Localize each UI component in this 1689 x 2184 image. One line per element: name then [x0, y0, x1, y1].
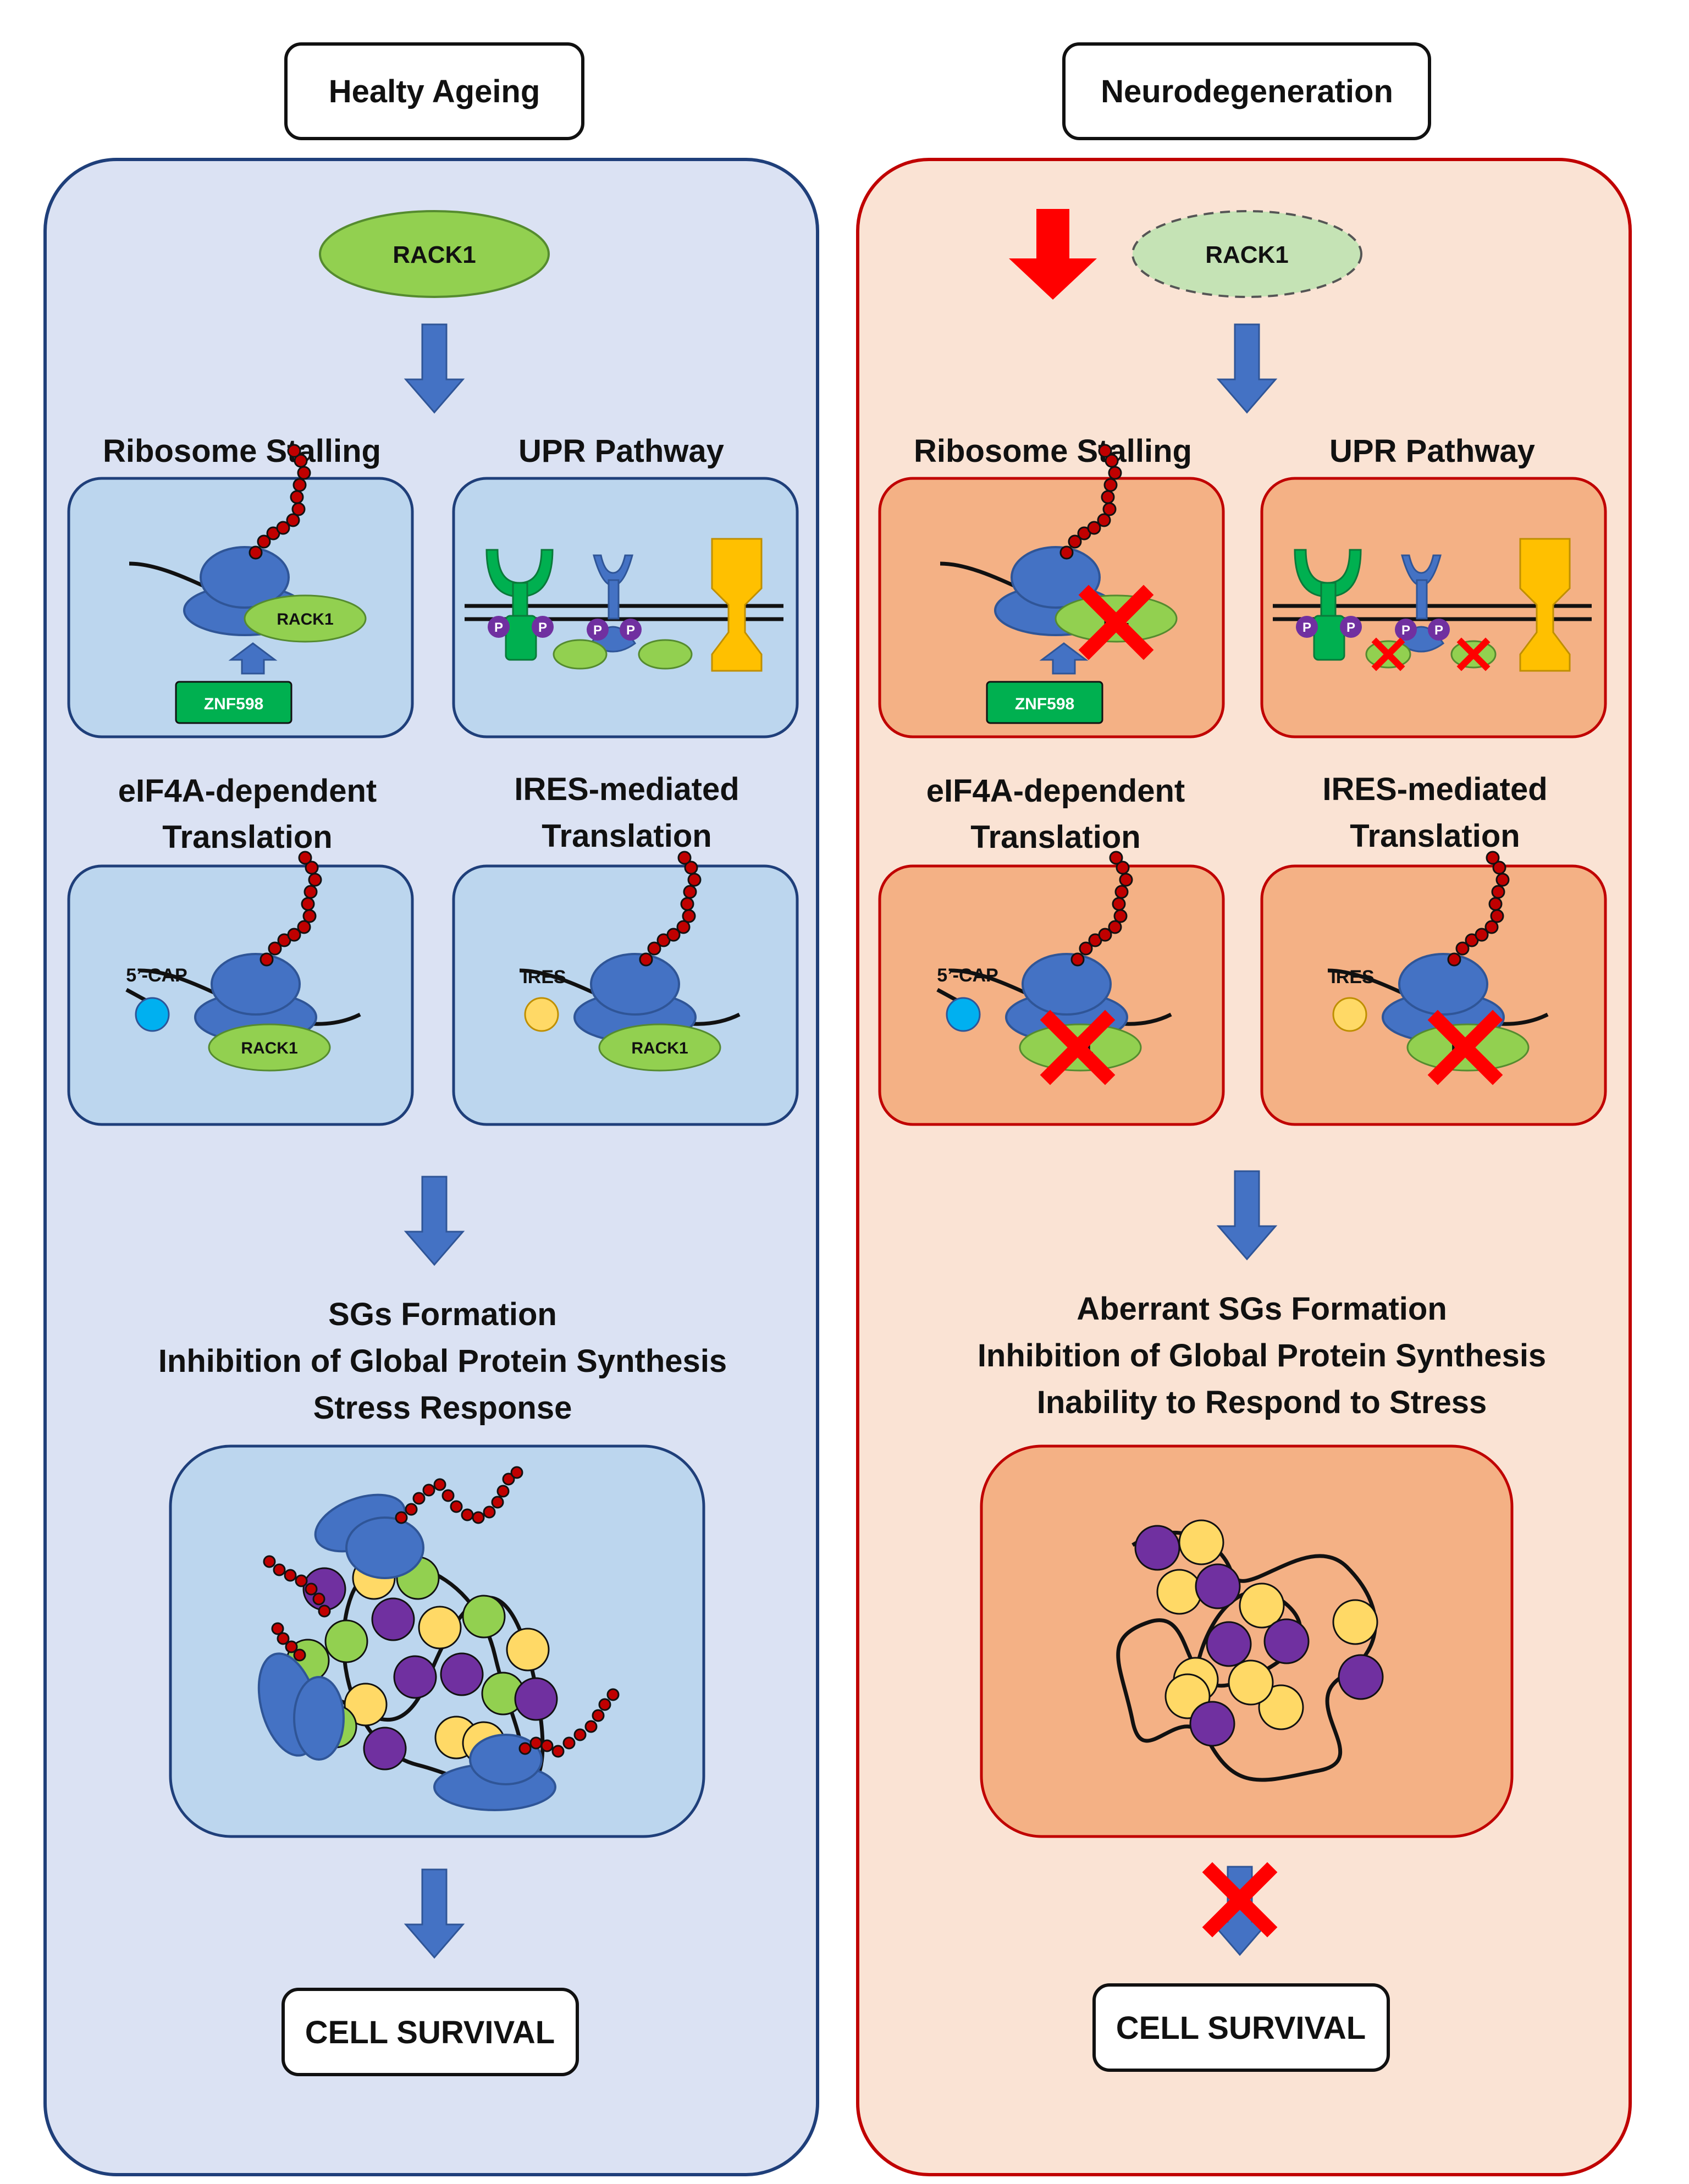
phospho-label: P [593, 623, 602, 638]
neuro-upr-panel: P P P P [1260, 477, 1607, 738]
aberrant-granule-icon [1116, 1519, 1384, 1782]
healthy-outcome-1: SGs Formation [328, 1297, 557, 1332]
phospho-label: P [1401, 623, 1410, 638]
phospho-label: P [494, 620, 503, 635]
ires-label: IRES [522, 967, 566, 988]
cap-label: 5’-CAP [126, 965, 187, 986]
healthy-outcome-2: Inhibition of Global Protein Synthesis [158, 1343, 727, 1379]
neuro-ires-title-1: IRES-mediated [1322, 771, 1547, 807]
phospho-label: P [538, 620, 547, 635]
cap-icon [135, 997, 170, 1032]
neuro-cell-survival: CELL SURVIVAL [1116, 2010, 1366, 2046]
neuro-column: Neurodegeneration RACK1 Ribosome Stallin… [856, 42, 1632, 2176]
stress-granule-icon [257, 1466, 620, 1811]
phospho-label: P [1346, 620, 1355, 635]
neuro-outcome-3: Inability to Respond to Stress [1037, 1385, 1487, 1420]
healthy-cell-survival-box: CELL SURVIVAL [282, 1988, 579, 2076]
neuro-rack1-label: RACK1 [1205, 241, 1289, 268]
healthy-title-box: Healty Ageing [284, 42, 584, 140]
znf598-label: ZNF598 [204, 695, 263, 713]
neuro-eif4a-panel: 5’-CAP R 1 [878, 851, 1225, 1126]
healthy-cell-survival: CELL SURVIVAL [305, 2015, 555, 2050]
healthy-column: Healty Ageing RACK1 Ribosome Stalling RA… [43, 42, 819, 2176]
decrease-arrow-icon [1009, 209, 1097, 300]
healthy-ires-title-2: Translation [542, 818, 711, 854]
cap-label: 5’-CAP [937, 965, 998, 986]
neuro-eif4a-title-2: Translation [970, 819, 1140, 855]
healthy-ires-title-1: IRES-mediated [514, 771, 739, 807]
healthy-ires-panel: IRES RACK1 [452, 851, 799, 1126]
neuro-rack1-ellipse: RACK1 [1131, 210, 1362, 298]
phospho-label: P [626, 623, 635, 638]
rack1-label: RACK1 [277, 610, 333, 628]
healthy-ribosome-stalling-panel: RACK1 ZNF598 [67, 444, 414, 738]
healthy-upr-panel: P P P P [452, 477, 799, 738]
neuro-outcome-2: Inhibition of Global Protein Synthesis [978, 1338, 1546, 1374]
healthy-stress-granule-panel [169, 1444, 705, 1838]
neuro-outcome-1: Aberrant SGs Formation [1077, 1291, 1447, 1327]
ires-label: IRES [1331, 967, 1374, 988]
phospho-label: P [1434, 623, 1443, 638]
rack1-label: RACK1 [631, 1039, 688, 1057]
healthy-upr-title: UPR Pathway [518, 433, 724, 469]
neuro-eif4a-title-1: eIF4A-dependent [926, 773, 1185, 809]
healthy-rack1-ellipse: RACK1 [319, 210, 550, 298]
neuro-aberrant-granule-panel [980, 1444, 1514, 1838]
neuro-upr-title: UPR Pathway [1329, 433, 1535, 469]
healthy-eif4a-title-1: eIF4A-dependent [118, 773, 377, 809]
healthy-title: Healty Ageing [329, 74, 540, 109]
phospho-label: P [1302, 620, 1311, 635]
neuro-cell-survival-box: CELL SURVIVAL [1092, 1983, 1390, 2072]
healthy-ribosome-stalling-title: Ribosome Stalling [103, 433, 381, 469]
cap-icon [946, 997, 981, 1032]
ires-icon [524, 997, 559, 1032]
arrow-up-icon [1039, 642, 1089, 675]
neuro-ires-panel: IRES R [1260, 851, 1607, 1126]
neuro-title: Neurodegeneration [1101, 74, 1393, 109]
neuro-ires-title-2: Translation [1350, 818, 1520, 854]
neuro-title-box: Neurodegeneration [1062, 42, 1431, 140]
arrow-up-icon [228, 642, 278, 675]
neuro-ribosome-stalling-title: Ribosome Stalling [914, 433, 1192, 469]
healthy-eif4a-title-2: Translation [162, 819, 332, 855]
neuro-ribosome-stalling-panel: R 1 ZNF598 [878, 444, 1225, 738]
rack1-label: RACK1 [241, 1039, 297, 1057]
znf598-label: ZNF598 [1015, 695, 1074, 713]
healthy-outcome-3: Stress Response [313, 1390, 572, 1426]
ires-icon [1332, 997, 1367, 1032]
healthy-rack1-label: RACK1 [393, 241, 476, 268]
healthy-eif4a-panel: 5’-CAP RACK1 [67, 851, 414, 1126]
